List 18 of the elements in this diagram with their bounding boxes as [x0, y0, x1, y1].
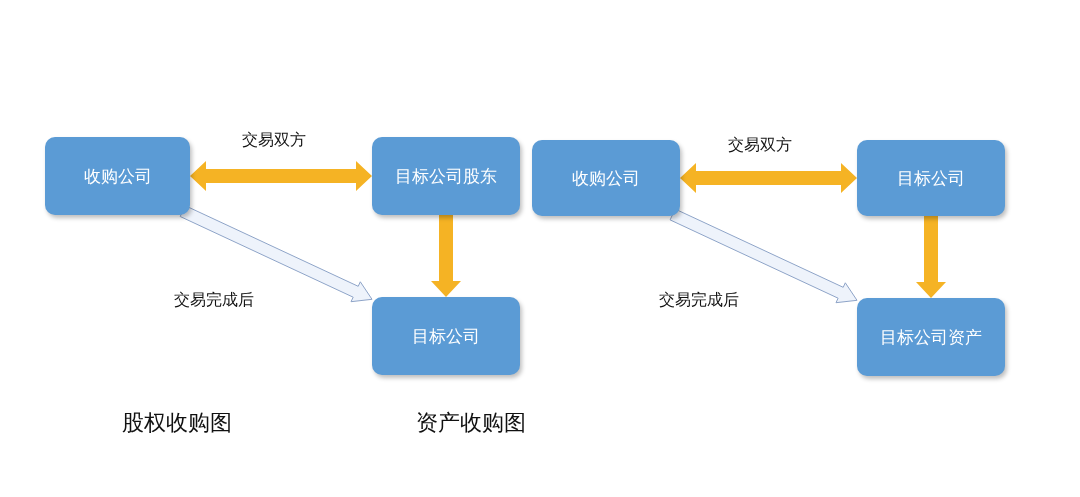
block-arrow — [680, 163, 857, 193]
diagram-caption: 股权收购图 — [122, 409, 232, 437]
company-box: 目标公司 — [857, 140, 1005, 216]
company-box: 目标公司 — [372, 297, 520, 375]
block-arrow — [179, 205, 373, 303]
block-arrow — [916, 216, 946, 298]
company-box: 收购公司 — [532, 140, 680, 216]
edge-label: 交易完成后 — [657, 290, 741, 311]
block-arrow — [190, 161, 372, 191]
edge-label: 交易完成后 — [172, 290, 256, 311]
edge-label: 交易双方 — [726, 135, 794, 156]
diagram-caption: 资产收购图 — [416, 409, 526, 437]
company-box: 目标公司股东 — [372, 137, 520, 215]
edge-label: 交易双方 — [240, 130, 308, 151]
block-arrow — [669, 208, 858, 304]
company-box: 目标公司资产 — [857, 298, 1005, 376]
company-box: 收购公司 — [45, 137, 190, 215]
block-arrow — [431, 215, 461, 297]
